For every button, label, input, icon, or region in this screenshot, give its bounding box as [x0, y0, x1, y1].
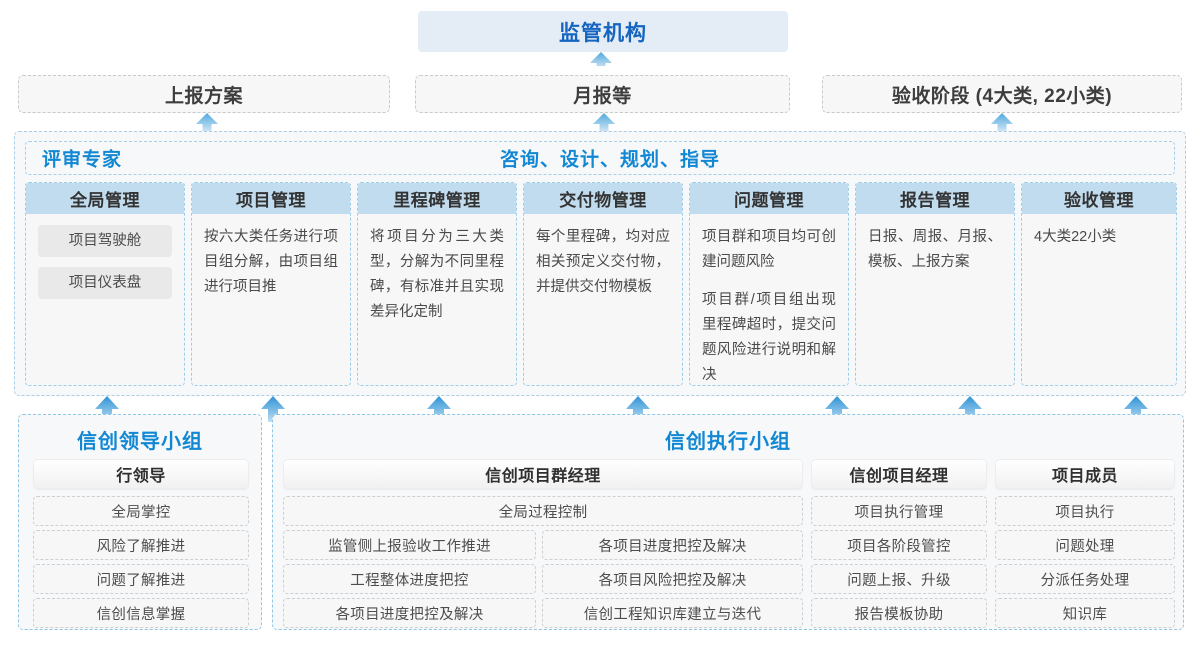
band-label-review-expert: 评审专家 — [42, 149, 123, 171]
management-card-body-4: 项目群和项目均可创建问题风险 项目群/项目组出现里程碑超时，提交问题风险进行说明… — [690, 214, 848, 385]
management-text-6-0: 4大类22小类 — [1034, 229, 1117, 245]
exec-pm-task-1[interactable]: 项目各阶段管控 — [811, 530, 987, 560]
management-card-title-3: 交付物管理 — [524, 183, 682, 214]
management-card-body-6: 4大类22小类 — [1022, 214, 1176, 260]
leader-task-2[interactable]: 问题了解推进 — [33, 564, 249, 594]
band-label-consulting: 咨询、设计、规划、指导 — [500, 149, 721, 171]
leader-task-1[interactable]: 风险了解推进 — [33, 530, 249, 560]
arrow-group-to-card-1 — [261, 396, 285, 422]
exec-task-global-process[interactable]: 全局过程控制 — [283, 496, 803, 526]
leader-group-role[interactable]: 行领导 — [33, 459, 249, 489]
management-card-5[interactable]: 报告管理 日报、周报、月报、模板、上报方案 — [855, 182, 1015, 386]
management-pill-0-1[interactable]: 项目仪表盘 — [38, 267, 172, 299]
exec-role-project-member[interactable]: 项目成员 — [995, 459, 1175, 489]
management-card-2[interactable]: 里程碑管理 将项目分为三大类型，分解为不同里程碑，有标准并且实现差异化定制 — [357, 182, 517, 386]
exec-task-left-0[interactable]: 监管侧上报验收工作推进 — [283, 530, 536, 560]
management-card-1[interactable]: 项目管理 按六大类任务进行项目组分解，由项目组进行项目推 — [191, 182, 351, 386]
service-band: 评审专家 咨询、设计、规划、指导 全局管理 项目驾驶舱 项目仪表盘 项目管理 按… — [14, 131, 1186, 396]
management-card-6[interactable]: 验收管理 4大类22小类 — [1021, 182, 1177, 386]
management-card-4[interactable]: 问题管理 项目群和项目均可创建问题风险 项目群/项目组出现里程碑超时，提交问题风… — [689, 182, 849, 386]
management-card-title-0: 全局管理 — [26, 183, 184, 214]
management-card-title-5: 报告管理 — [856, 183, 1014, 214]
management-card-body-5: 日报、周报、月报、模板、上报方案 — [856, 214, 1014, 285]
management-text-1-0: 按六大类任务进行项目组分解，由项目组进行项目推 — [204, 229, 338, 295]
arrow-band-to-submission-0 — [196, 113, 218, 131]
submission-label-2: 验收阶段 (4大类, 22小类) — [891, 85, 1113, 107]
leader-group-box: 信创领导小组 行领导 全局掌控 风险了解推进 问题了解推进 信创信息掌握 — [18, 414, 262, 630]
arrow-band-to-submission-1 — [593, 113, 615, 131]
exec-pm-task-2[interactable]: 问题上报、升级 — [811, 564, 987, 594]
submission-label-1: 月报等 — [573, 85, 632, 107]
management-card-3[interactable]: 交付物管理 每个里程碑，均对应相关预定义交付物，并提供交付物模板 — [523, 182, 683, 386]
exec-pm-task-3[interactable]: 报告模板协助 — [811, 598, 987, 628]
arrow-group-to-card-5 — [958, 396, 982, 422]
exec-group-box: 信创执行小组 信创项目群经理 全局过程控制 监管侧上报验收工作推进 工程整体进度… — [272, 414, 1184, 630]
management-card-title-1: 项目管理 — [192, 183, 350, 214]
submission-box-0: 上报方案 — [18, 75, 390, 113]
management-pill-0-0[interactable]: 项目驾驶舱 — [38, 225, 172, 257]
arrow-band-to-submission-2 — [991, 113, 1013, 131]
exec-task-right-1[interactable]: 各项目风险把控及解决 — [542, 564, 803, 594]
management-text-5-0: 日报、周报、月报、模板、上报方案 — [868, 229, 1002, 270]
leader-task-3[interactable]: 信创信息掌握 — [33, 598, 249, 628]
exec-task-right-2[interactable]: 信创工程知识库建立与迭代 — [542, 598, 803, 628]
exec-task-right-0[interactable]: 各项目进度把控及解决 — [542, 530, 803, 560]
leader-group-title: 信创领导小组 — [77, 431, 203, 453]
arrow-group-to-card-4 — [825, 396, 849, 422]
exec-member-task-3[interactable]: 知识库 — [995, 598, 1175, 628]
management-card-body-2: 将项目分为三大类型，分解为不同里程碑，有标准并且实现差异化定制 — [358, 214, 516, 335]
exec-task-left-2[interactable]: 各项目进度把控及解决 — [283, 598, 536, 628]
arrow-group-to-card-2 — [427, 396, 451, 422]
exec-group-title: 信创执行小组 — [665, 431, 791, 453]
submission-box-2: 验收阶段 (4大类, 22小类) — [822, 75, 1182, 113]
management-card-title-6: 验收管理 — [1022, 183, 1176, 214]
management-text-4-1: 项目群/项目组出现里程碑超时，提交问题风险进行说明和解决 — [702, 291, 836, 383]
exec-role-program-manager[interactable]: 信创项目群经理 — [283, 459, 803, 489]
submission-label-0: 上报方案 — [164, 85, 243, 107]
regulator-label: 监管机构 — [559, 21, 647, 45]
exec-role-project-manager[interactable]: 信创项目经理 — [811, 459, 987, 489]
management-card-0[interactable]: 全局管理 项目驾驶舱 项目仪表盘 — [25, 182, 185, 386]
arrow-group-to-card-0 — [95, 396, 119, 422]
arrow-group-to-card-3 — [626, 396, 650, 422]
exec-member-task-2[interactable]: 分派任务处理 — [995, 564, 1175, 594]
management-text-3-0: 每个里程碑，均对应相关预定义交付物，并提供交付物模板 — [536, 229, 670, 295]
exec-member-task-0[interactable]: 项目执行 — [995, 496, 1175, 526]
regulator-box: 监管机构 — [418, 11, 788, 52]
band-header: 评审专家 咨询、设计、规划、指导 — [25, 141, 1175, 175]
submission-box-1: 月报等 — [415, 75, 790, 113]
exec-task-left-1[interactable]: 工程整体进度把控 — [283, 564, 536, 594]
management-card-body-3: 每个里程碑，均对应相关预定义交付物，并提供交付物模板 — [524, 214, 682, 310]
exec-member-task-1[interactable]: 问题处理 — [995, 530, 1175, 560]
management-text-2-0: 将项目分为三大类型，分解为不同里程碑，有标准并且实现差异化定制 — [370, 229, 504, 320]
management-card-title-2: 里程碑管理 — [358, 183, 516, 214]
arrow-monthly-to-regulator — [590, 52, 612, 66]
management-card-body-0: 项目驾驶舱 项目仪表盘 — [26, 214, 184, 319]
management-card-title-4: 问题管理 — [690, 183, 848, 214]
leader-task-0[interactable]: 全局掌控 — [33, 496, 249, 526]
exec-pm-task-0[interactable]: 项目执行管理 — [811, 496, 987, 526]
management-text-4-0: 项目群和项目均可创建问题风险 — [702, 229, 836, 270]
arrow-group-to-card-6 — [1124, 396, 1148, 422]
management-card-body-1: 按六大类任务进行项目组分解，由项目组进行项目推 — [192, 214, 350, 310]
